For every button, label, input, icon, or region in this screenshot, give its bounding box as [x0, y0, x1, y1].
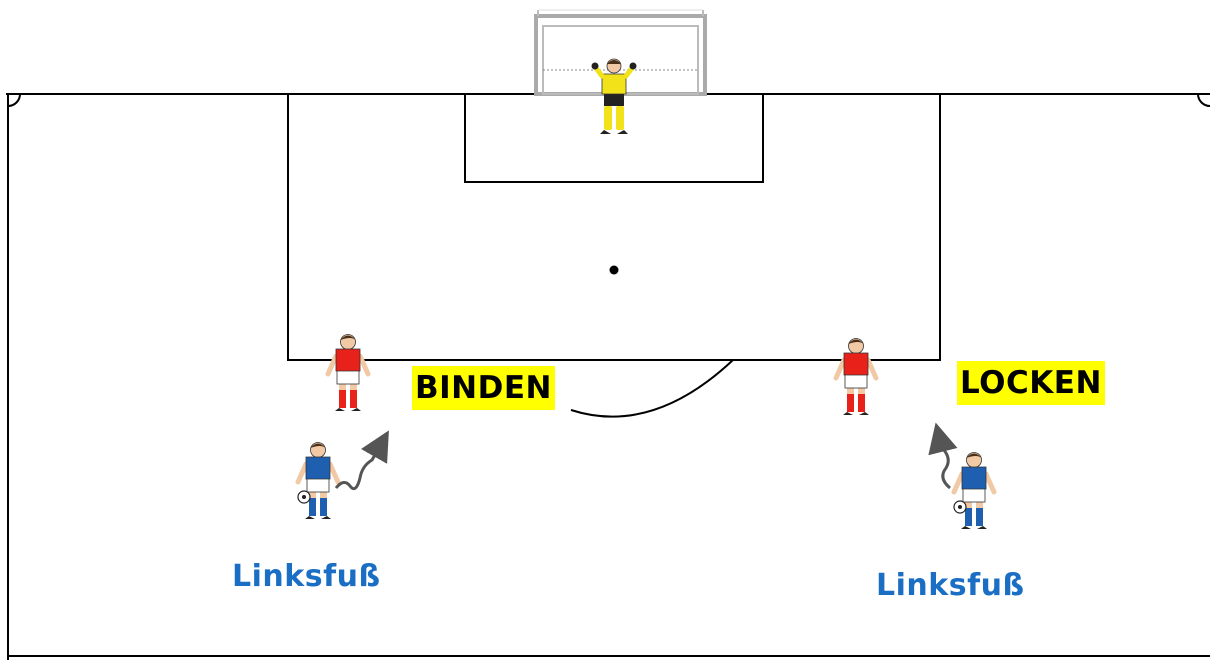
left-foot-label-left: Linksfuß	[232, 559, 381, 594]
penalty-spot	[609, 265, 619, 275]
attacker-player-left	[298, 443, 338, 519]
ball-icon	[953, 500, 967, 514]
goalkeeper-player	[591, 58, 637, 134]
dribble-arrow-icon	[928, 422, 958, 490]
dribble-arrow-icon	[334, 430, 389, 491]
binden-label: BINDEN	[412, 366, 555, 410]
ball-icon	[297, 490, 311, 504]
locken-label: LOCKEN	[957, 361, 1105, 405]
goal-icon	[534, 9, 707, 96]
defender-player-right	[836, 339, 876, 415]
attacker-player-right	[954, 453, 994, 529]
left-foot-label-right: Linksfuß	[876, 568, 1025, 603]
defender-player-left	[328, 335, 368, 411]
